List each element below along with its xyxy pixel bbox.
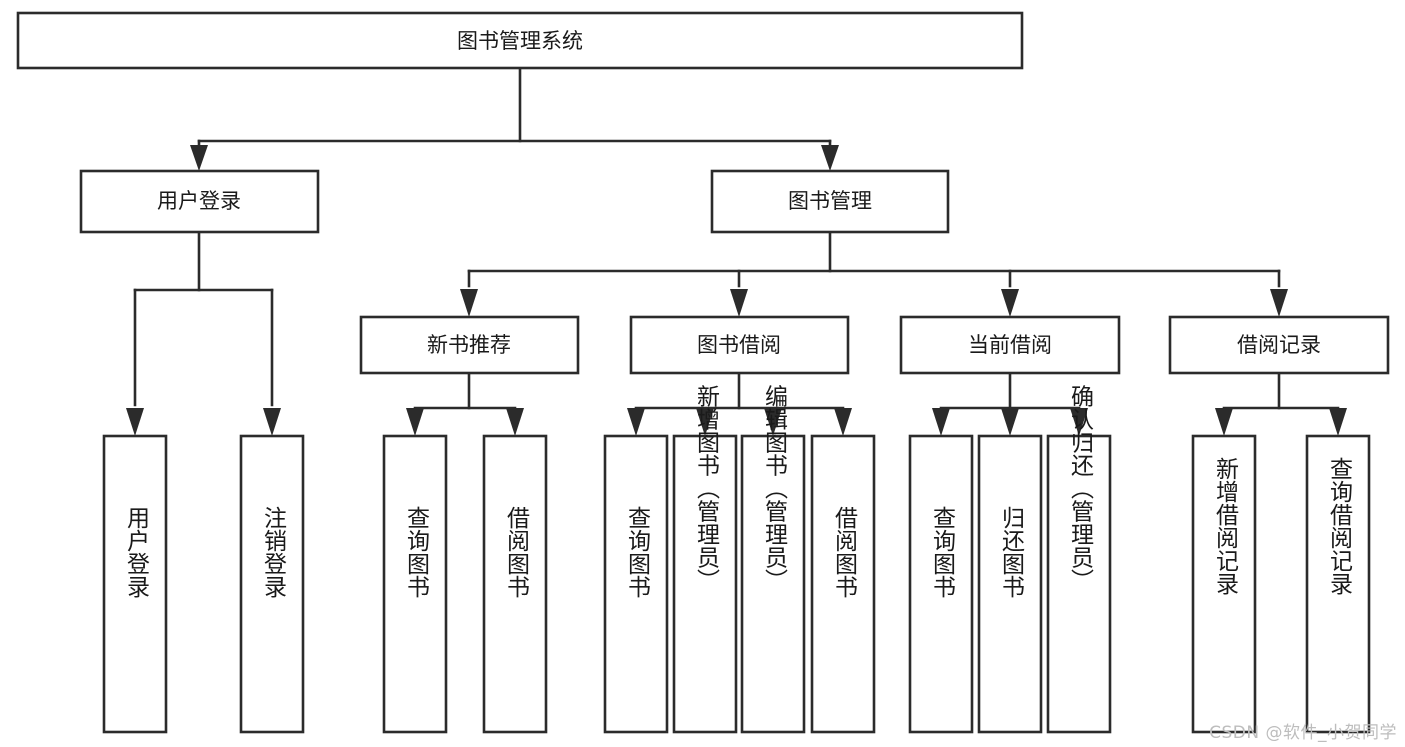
node-user-login-label: 用户登录: [157, 189, 241, 213]
node-leaf-confirm-return-box[interactable]: [1046, 434, 1112, 734]
node-leaf-query-record[interactable]: 查询借阅记录: [1305, 434, 1371, 734]
node-leaf-logout-login-label: 注销登录: [260, 506, 288, 598]
node-book-borrow-label: 图书借阅: [697, 333, 781, 357]
arrow-to-leaf-return-book: [1001, 408, 1019, 436]
node-user-login-box[interactable]: [79, 169, 320, 234]
node-new-book-recommend-box[interactable]: [359, 315, 580, 375]
node-borrow-record-label: 借阅记录: [1237, 333, 1321, 357]
csdn-watermark: CSDN @软件_小贺同学: [1209, 723, 1397, 743]
node-leaf-edit-book[interactable]: 编辑图书（管理员）: [740, 385, 806, 734]
node-leaf-query-record-label: 查询借阅记录: [1326, 457, 1354, 595]
arrow-to-leaf-query-book-2: [627, 408, 645, 436]
node-current-borrow-box[interactable]: [899, 315, 1121, 375]
node-leaf-add-record-box[interactable]: [1191, 434, 1257, 734]
node-leaf-add-book-box[interactable]: [672, 434, 738, 734]
node-leaf-query-book-2[interactable]: 查询图书: [603, 434, 669, 734]
arrow-to-book-borrow: [730, 289, 748, 317]
node-leaf-return-book-box[interactable]: [977, 434, 1043, 734]
node-leaf-confirm-return-label: 确认归还（管理员）: [1067, 385, 1095, 592]
arrow-to-new-book-recommend: [460, 289, 478, 317]
node-leaf-query-book-3-label: 查询图书: [929, 506, 957, 598]
node-leaf-add-record-label: 新增借阅记录: [1212, 457, 1240, 595]
node-leaf-query-book-3-box[interactable]: [908, 434, 974, 734]
node-leaf-user-login-label: 用户登录: [123, 506, 151, 598]
node-leaf-query-book-2-label: 查询图书: [624, 506, 652, 598]
node-current-borrow-label: 当前借阅: [968, 333, 1052, 357]
node-book-manage-label: 图书管理: [788, 189, 872, 213]
node-leaf-return-book[interactable]: 归还图书: [977, 434, 1043, 734]
node-book-borrow[interactable]: 图书借阅: [629, 315, 850, 375]
node-borrow-record-box[interactable]: [1168, 315, 1390, 375]
arrow-to-leaf-borrow-book-2: [834, 408, 852, 436]
arrow-to-current-borrow: [1001, 289, 1019, 317]
node-leaf-borrow-book-2-box[interactable]: [810, 434, 876, 734]
node-leaf-return-book-label: 归还图书: [998, 506, 1026, 598]
node-current-borrow[interactable]: 当前借阅: [899, 315, 1121, 375]
arrow-to-leaf-add-book: [696, 408, 714, 436]
arrow-to-book-manage: [821, 145, 839, 171]
arrow-to-leaf-add-record: [1215, 408, 1233, 436]
node-leaf-borrow-book-1-label: 借阅图书: [503, 506, 531, 598]
arrow-to-leaf-borrow-book-1: [506, 408, 524, 436]
arrow-to-leaf-edit-book: [764, 408, 782, 436]
arrow-to-leaf-query-book-3: [932, 408, 950, 436]
node-leaf-borrow-book-1-box[interactable]: [482, 434, 548, 734]
arrow-to-leaf-confirm-return: [1070, 408, 1088, 436]
arrow-to-leaf-query-record: [1329, 408, 1347, 436]
node-book-manage-box[interactable]: [710, 169, 950, 234]
node-leaf-query-book-1-box[interactable]: [382, 434, 448, 734]
node-root[interactable]: 图书管理系统: [16, 11, 1024, 70]
arrow-to-user-login: [190, 145, 208, 171]
arrow-to-borrow-record: [1270, 289, 1288, 317]
node-leaf-query-book-1-label: 查询图书: [403, 506, 431, 598]
node-borrow-record[interactable]: 借阅记录: [1168, 315, 1390, 375]
connectors-group: [126, 66, 1347, 436]
node-root-box[interactable]: [16, 11, 1024, 70]
node-leaf-query-book-1[interactable]: 查询图书: [382, 434, 448, 734]
node-leaf-add-record[interactable]: 新增借阅记录: [1191, 434, 1257, 734]
node-leaf-add-book[interactable]: 新增图书（管理员）: [672, 385, 738, 734]
node-leaf-query-book-2-box[interactable]: [603, 434, 669, 734]
node-leaf-query-record-box[interactable]: [1305, 434, 1371, 734]
node-new-book-recommend-label: 新书推荐: [427, 333, 511, 357]
node-book-manage[interactable]: 图书管理: [710, 169, 950, 234]
node-leaf-borrow-book-2-label: 借阅图书: [831, 506, 859, 598]
node-leaf-confirm-return[interactable]: 确认归还（管理员）: [1046, 385, 1112, 734]
arrow-to-leaf-user-login: [126, 408, 144, 436]
node-leaf-user-login[interactable]: 用户登录: [102, 434, 168, 734]
node-book-borrow-box[interactable]: [629, 315, 850, 375]
node-user-login[interactable]: 用户登录: [79, 169, 320, 234]
node-leaf-logout-login[interactable]: 注销登录: [239, 434, 305, 734]
node-root-label: 图书管理系统: [457, 29, 583, 53]
node-leaf-add-book-label: 新增图书（管理员）: [693, 385, 721, 592]
node-leaf-borrow-book-1[interactable]: 借阅图书: [482, 434, 548, 734]
node-leaf-edit-book-box[interactable]: [740, 434, 806, 734]
arrow-to-leaf-query-book-1: [406, 408, 424, 436]
node-leaf-query-book-3[interactable]: 查询图书: [908, 434, 974, 734]
node-leaf-user-login-box[interactable]: [102, 434, 168, 734]
node-leaf-borrow-book-2[interactable]: 借阅图书: [810, 434, 876, 734]
node-new-book-recommend[interactable]: 新书推荐: [359, 315, 580, 375]
node-leaf-edit-book-label: 编辑图书（管理员）: [761, 385, 789, 592]
node-leaf-logout-login-box[interactable]: [239, 434, 305, 734]
arrow-to-leaf-logout-login: [263, 408, 281, 436]
